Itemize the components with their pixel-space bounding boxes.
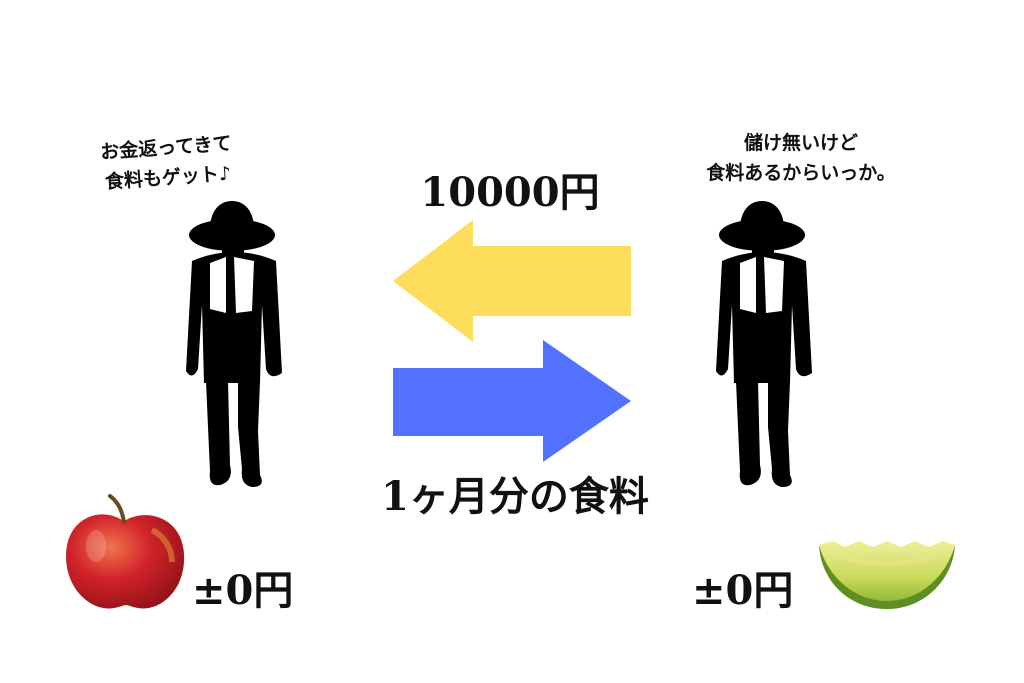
apple-icon (66, 494, 185, 609)
left-person-silhouette-icon (186, 201, 282, 487)
left-balance-label: ±0円 (192, 567, 294, 614)
right-person-silhouette-icon (716, 201, 812, 487)
money-arrow-left-icon (393, 220, 631, 342)
money-amount-label: 10000円 (420, 169, 600, 216)
right-speech-line-1: 儲け無いけど (743, 132, 858, 154)
melon-slice-icon (819, 541, 955, 609)
right-speech-text: 儲け無いけど 食料あるからいっか。 (676, 128, 926, 188)
left-speech-text: お金返ってきて 食料もゲット♪ (60, 126, 274, 201)
food-label: 1ヶ月分の食料 (381, 473, 649, 520)
right-speech-line-2: 食料あるからいっか。 (706, 162, 896, 184)
food-arrow-right-icon (393, 340, 631, 462)
right-balance-label: ±0円 (692, 567, 794, 614)
